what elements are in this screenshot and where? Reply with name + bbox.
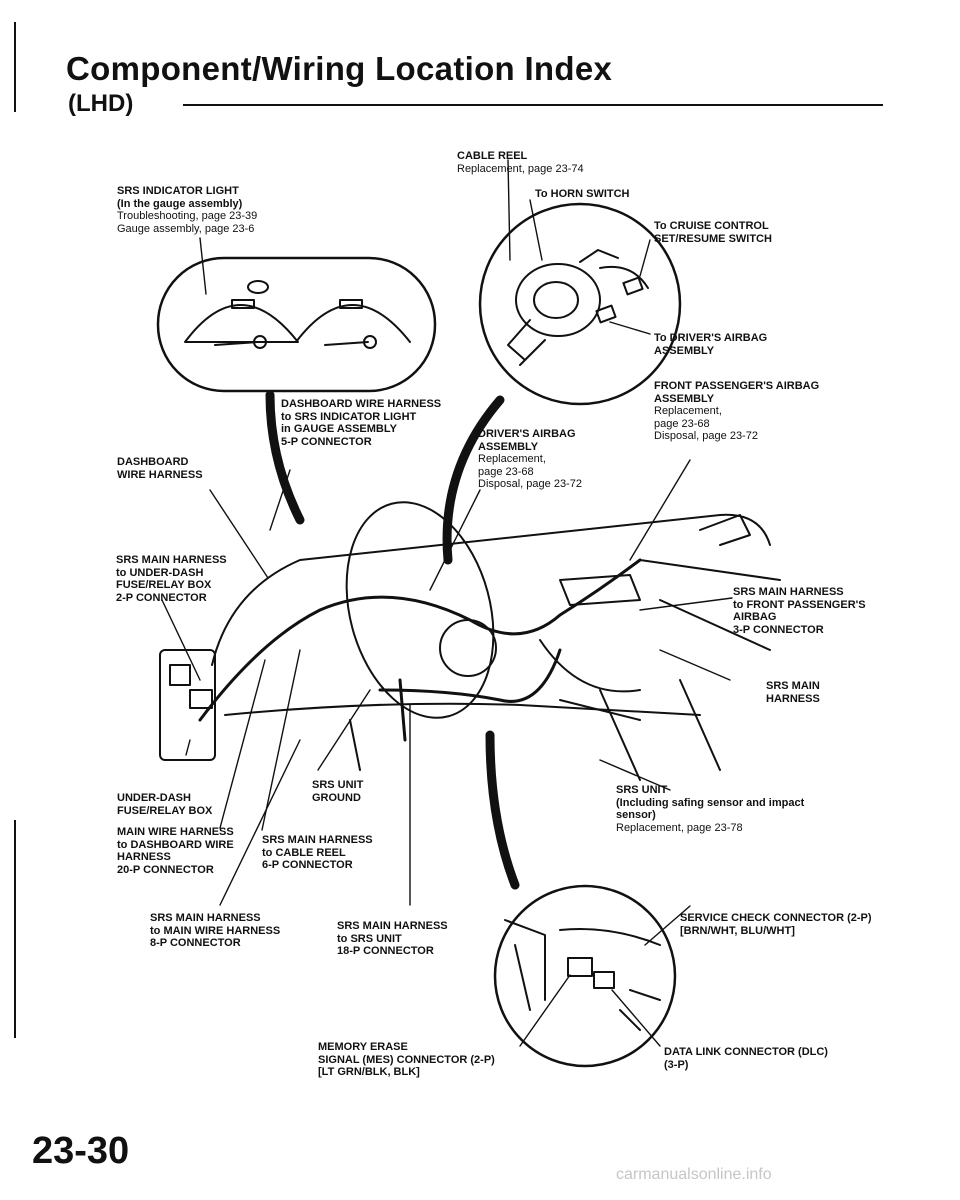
margin-rule-top	[14, 22, 16, 112]
gauge-detail-circle	[156, 256, 437, 393]
label-drivers-airbag: DRIVER'S AIRBAG ASSEMBLY Replacement, pa…	[478, 428, 582, 490]
srs-harness-lines	[198, 558, 642, 742]
harness-thick-cable	[485, 730, 520, 890]
label-cable-reel: CABLE REEL Replacement, page 23-74	[457, 150, 584, 175]
label-srs-main-to-underdash: SRS MAIN HARNESS to UNDER-DASH FUSE/RELA…	[116, 554, 227, 604]
harness-thick-cable	[265, 390, 305, 525]
cable-reel-detail-circle	[478, 202, 682, 406]
page-subtitle: (LHD)	[68, 90, 134, 117]
title-rule	[183, 104, 883, 106]
label-srs-main-to-passenger: SRS MAIN HARNESS to FRONT PASSENGER'S AI…	[733, 586, 866, 636]
label-main-wire-to-dashboard: MAIN WIRE HARNESS to DASHBOARD WIRE HARN…	[117, 826, 234, 876]
label-dashboard-wire-harness: DASHBOARD WIRE HARNESS	[117, 456, 203, 481]
label-srs-main-to-cable-reel: SRS MAIN HARNESS to CABLE REEL 6-P CONNE…	[262, 834, 373, 871]
label-to-drivers-airbag: To DRIVER'S AIRBAG ASSEMBLY	[654, 332, 768, 357]
label-srs-unit: SRS UNIT (Including safing sensor and im…	[616, 784, 805, 834]
page-title: Component/Wiring Location Index	[66, 50, 613, 87]
label-underdash-box: UNDER-DASH FUSE/RELAY BOX	[117, 792, 213, 817]
service-connector-detail-circle	[493, 884, 677, 1068]
page-number: 23-30	[32, 1130, 130, 1172]
label-service-check-connector: SERVICE CHECK CONNECTOR (2-P) [BRN/WHT, …	[680, 912, 872, 937]
label-to-horn-switch: To HORN SWITCH	[535, 188, 630, 200]
underdash-fuse-box	[159, 649, 216, 761]
label-to-cruise-control: To CRUISE CONTROL SET/RESUME SWITCH	[654, 220, 772, 245]
label-srs-main-to-srs-unit: SRS MAIN HARNESS to SRS UNIT 18-P CONNEC…	[337, 920, 448, 957]
label-mes-connector: MEMORY ERASE SIGNAL (MES) CONNECTOR (2-P…	[318, 1041, 495, 1078]
label-dashboard-to-indicator: DASHBOARD WIRE HARNESS to SRS INDICATOR …	[281, 398, 442, 448]
harness-thick-cable	[442, 395, 505, 565]
label-front-passenger-airbag: FRONT PASSENGER'S AIRBAG ASSEMBLY Replac…	[654, 380, 820, 442]
leader-lines	[161, 159, 733, 1047]
label-srs-main-harness: SRS MAIN HARNESS	[766, 680, 820, 705]
label-srs-main-to-main-wire: SRS MAIN HARNESS to MAIN WIRE HARNESS 8-…	[150, 912, 281, 949]
label-srs-unit-ground: SRS UNIT GROUND	[312, 779, 364, 804]
label-srs-indicator-light: SRS INDICATOR LIGHT (In the gauge assemb…	[117, 185, 258, 235]
watermark: carmanualsonline.info	[616, 1166, 772, 1183]
label-dlc-connector: DATA LINK CONNECTOR (DLC) (3-P)	[664, 1046, 828, 1071]
margin-rule-bottom	[14, 820, 16, 1038]
dashboard-outline	[211, 501, 781, 781]
